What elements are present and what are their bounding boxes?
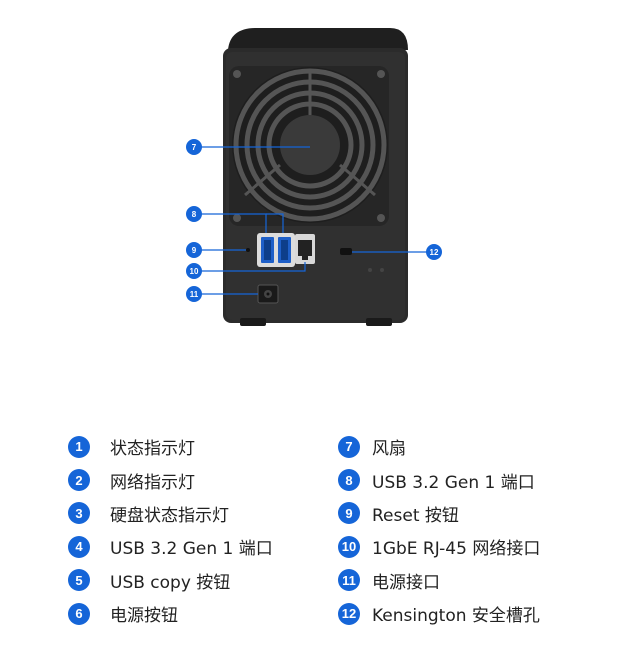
callout-lines bbox=[200, 146, 428, 295]
callout-10: 10 bbox=[186, 263, 202, 279]
legend-number-badge: 5 bbox=[68, 569, 90, 592]
legend-right-column: 7 风扇 8 USB 3.2 Gen 1 端口 9 Reset 按钮 10 1G… bbox=[338, 430, 540, 630]
legend-item: 10 1GbE RJ-45 网络接口 bbox=[338, 530, 540, 563]
legend-item: 4 USB 3.2 Gen 1 端口 bbox=[68, 530, 273, 563]
device-foot-right bbox=[366, 318, 392, 326]
legend-number-badge: 1 bbox=[68, 435, 90, 458]
legend-label: 1GbE RJ-45 网络接口 bbox=[372, 539, 541, 560]
legend-number-badge: 2 bbox=[68, 469, 90, 492]
callout-7-number: 7 bbox=[192, 143, 197, 152]
legend-number-badge: 4 bbox=[68, 535, 90, 558]
callout-9: 9 bbox=[186, 242, 202, 258]
legend-label: Kensington 安全槽孔 bbox=[372, 606, 540, 627]
legend-label: Reset 按钮 bbox=[372, 505, 459, 526]
legend-label: USB 3.2 Gen 1 端口 bbox=[110, 539, 273, 560]
legend-number-badge: 11 bbox=[338, 569, 360, 592]
callout-11-number: 11 bbox=[190, 290, 199, 299]
legend-item: 6 电源按钮 bbox=[68, 597, 273, 630]
legend-number-badge: 7 bbox=[338, 435, 360, 458]
rear-usb-ports bbox=[257, 233, 295, 267]
device-top-cap bbox=[228, 28, 408, 50]
legend-label: 硬盘状态指示灯 bbox=[110, 505, 229, 526]
legend-item: 11 电源接口 bbox=[338, 564, 540, 597]
legend-item: 5 USB copy 按钮 bbox=[68, 564, 273, 597]
legend-label: 电源按钮 bbox=[110, 606, 178, 627]
rj45-port bbox=[295, 234, 315, 264]
kensington-slot bbox=[340, 248, 352, 255]
legend-item: 2 网络指示灯 bbox=[68, 463, 273, 496]
legend-item: 7 风扇 bbox=[338, 430, 540, 463]
callout-9-number: 9 bbox=[192, 246, 197, 255]
device-foot-left bbox=[240, 318, 266, 326]
legend-label: 网络指示灯 bbox=[110, 472, 195, 493]
reset-hole bbox=[246, 248, 250, 252]
legend-number-badge: 3 bbox=[68, 502, 90, 525]
legend-label: 电源接口 bbox=[372, 572, 440, 593]
legend-item: 3 硬盘状态指示灯 bbox=[68, 497, 273, 530]
legend-label: 状态指示灯 bbox=[110, 439, 195, 460]
callout-7: 7 bbox=[186, 139, 202, 155]
legend-item: 8 USB 3.2 Gen 1 端口 bbox=[338, 463, 540, 496]
legend-label: 风扇 bbox=[372, 439, 406, 460]
legend-number-badge: 9 bbox=[338, 502, 360, 525]
legend-item: 9 Reset 按钮 bbox=[338, 497, 540, 530]
legend-label: USB copy 按钮 bbox=[110, 572, 231, 593]
legend-label: USB 3.2 Gen 1 端口 bbox=[372, 472, 535, 493]
power-jack bbox=[257, 284, 279, 304]
legend-number-badge: 12 bbox=[338, 602, 360, 625]
legend-left-column: 1 状态指示灯 2 网络指示灯 3 硬盘状态指示灯 4 USB 3.2 Gen … bbox=[68, 430, 273, 630]
legend-number-badge: 6 bbox=[68, 602, 90, 625]
nas-rear-view-diagram: 7 8 9 10 11 12 bbox=[186, 28, 442, 326]
legend-item: 12 Kensington 安全槽孔 bbox=[338, 597, 540, 630]
callout-12-number: 12 bbox=[430, 248, 439, 257]
callout-10-number: 10 bbox=[190, 267, 199, 276]
legend-number-badge: 10 bbox=[338, 535, 360, 558]
fan-grille bbox=[229, 66, 389, 226]
callout-8: 8 bbox=[186, 206, 202, 222]
callout-8-number: 8 bbox=[192, 210, 197, 219]
callout-11: 11 bbox=[186, 286, 202, 302]
legend-number-badge: 8 bbox=[338, 469, 360, 492]
callout-12: 12 bbox=[426, 244, 442, 260]
legend-item: 1 状态指示灯 bbox=[68, 430, 273, 463]
